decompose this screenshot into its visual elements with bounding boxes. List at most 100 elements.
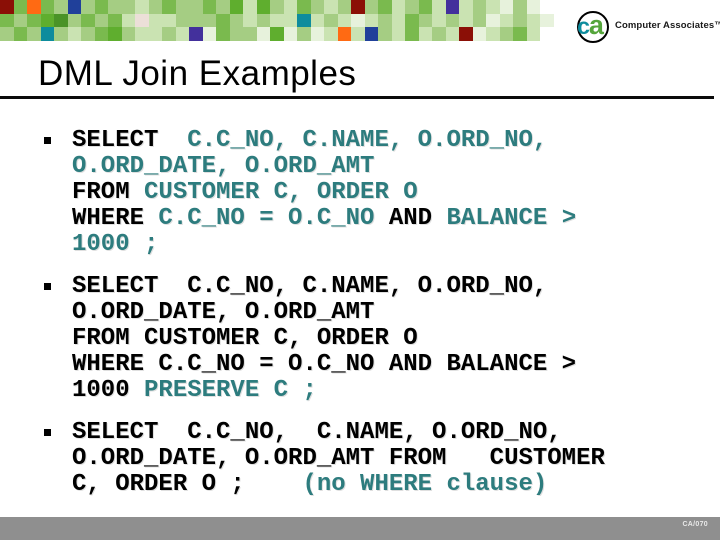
code-segment: O.ORD_DATE, O.ORD_AMT: [72, 299, 375, 326]
mosaic-cell: [67, 13, 81, 27]
mosaic-cell: [175, 13, 189, 27]
mosaic-cell: [0, 0, 14, 14]
mosaic-cell: [0, 27, 14, 41]
mosaic-cell: [526, 0, 540, 14]
bullet-item: SELECT C.C_NO, C.NAME, O.ORD_NO,O.ORD_DA…: [0, 274, 720, 404]
mosaic-cell: [324, 27, 338, 41]
mosaic-cell: [243, 27, 257, 41]
code-segment: 1000: [72, 377, 145, 404]
mosaic-cell: [229, 0, 243, 14]
code-segment: O.ORD_DATE, O.ORD_AMT: [72, 153, 375, 180]
mosaic-cell: [418, 27, 432, 41]
mosaic-cell: [486, 27, 500, 41]
page-title: DML Join Examples: [38, 54, 357, 93]
code-segment: SELECT: [72, 127, 159, 154]
mosaic-cell: [202, 27, 216, 41]
mosaic-cell: [189, 27, 203, 41]
mosaic-cell: [418, 13, 432, 27]
mosaic-cell: [297, 13, 311, 27]
code-line: O.ORD_DATE, O.ORD_AMT FROM CUSTOMER: [72, 446, 720, 472]
mosaic-cell: [94, 27, 108, 41]
mosaic-cell: [418, 0, 432, 14]
ca-logo-letter-a: a: [588, 9, 604, 40]
mosaic-row: [0, 27, 554, 41]
mosaic-cell: [351, 0, 365, 14]
code-segment: FROM: [72, 179, 130, 206]
mosaic-cell: [297, 27, 311, 41]
code-segment: WHERE C.C_NO = O.C_NO AND BALANCE >: [72, 351, 577, 378]
mosaic-cell: [472, 0, 486, 14]
mosaic-cell: [135, 0, 149, 14]
mosaic-cell: [472, 27, 486, 41]
mosaic-cell: [459, 27, 473, 41]
mosaic-cell: [121, 13, 135, 27]
code-line: SELECT C.C_NO, C.NAME, O.ORD_NO,: [72, 274, 720, 300]
code-segment: C.C_NO, C.NAME, O.ORD_NO,: [158, 127, 548, 154]
title-underline: [0, 96, 714, 99]
mosaic-cell: [162, 0, 176, 14]
mosaic-cell: [202, 0, 216, 14]
mosaic-cell: [310, 13, 324, 27]
footer-bar: CA/070: [0, 517, 720, 540]
mosaic-cell: [162, 27, 176, 41]
code-segment: O.ORD_DATE, O.ORD_AMT FROM CUSTOMER: [72, 445, 605, 472]
code-segment: (no WHERE clause): [302, 471, 548, 498]
top-mosaic-decoration: [0, 0, 554, 41]
mosaic-cell: [27, 27, 41, 41]
mosaic-cell: [391, 27, 405, 41]
mosaic-cell: [499, 0, 513, 14]
code-line: WHERE C.C_NO = O.C_NO AND BALANCE >: [72, 352, 720, 378]
ca-logo-letter-c: c: [577, 12, 590, 39]
mosaic-cell: [40, 27, 54, 41]
mosaic-cell: [445, 27, 459, 41]
mosaic-cell: [216, 0, 230, 14]
mosaic-cell: [486, 0, 500, 14]
mosaic-cell: [337, 27, 351, 41]
mosaic-cell: [148, 0, 162, 14]
mosaic-cell: [121, 0, 135, 14]
mosaic-cell: [364, 27, 378, 41]
mosaic-cell: [189, 0, 203, 14]
bullet-marker-icon: [44, 283, 51, 290]
mosaic-cell: [256, 13, 270, 27]
mosaic-row: [0, 13, 554, 27]
code-segment: FROM CUSTOMER C, ORDER O: [72, 325, 418, 352]
mosaic-cell: [162, 13, 176, 27]
mosaic-cell: [148, 27, 162, 41]
bullet-marker-icon: [44, 137, 51, 144]
code-segment: PRESERVE C ;: [144, 377, 317, 404]
mosaic-cell: [229, 13, 243, 27]
mosaic-cell: [54, 0, 68, 14]
mosaic-cell: [445, 13, 459, 27]
mosaic-cell: [364, 0, 378, 14]
code-line: C, ORDER O ; (no WHERE clause): [72, 472, 720, 498]
code-line: SELECT C.C_NO, C.NAME, O.ORD_NO,: [72, 420, 720, 446]
code-line: O.ORD_DATE, O.ORD_AMT: [72, 300, 720, 326]
mosaic-cell: [499, 13, 513, 27]
mosaic-cell: [432, 13, 446, 27]
mosaic-cell: [108, 0, 122, 14]
mosaic-cell: [324, 0, 338, 14]
mosaic-cell: [108, 13, 122, 27]
code-segment: 1000 ;: [72, 231, 159, 258]
mosaic-cell: [310, 0, 324, 14]
mosaic-cell: [283, 27, 297, 41]
mosaic-cell: [67, 0, 81, 14]
footer-code: CA/070: [682, 521, 708, 528]
code-segment: C.C_NO = O.C_NO: [144, 205, 389, 232]
code-line: 1000 ;: [72, 232, 720, 258]
mosaic-cell: [472, 13, 486, 27]
mosaic-cell: [135, 27, 149, 41]
code-line: FROM CUSTOMER C, ORDER O: [72, 326, 720, 352]
code-segment: CUSTOMER C, ORDER O: [129, 179, 418, 206]
mosaic-cell: [108, 27, 122, 41]
mosaic-cell: [148, 13, 162, 27]
mosaic-cell: [297, 0, 311, 14]
mosaic-cell: [216, 27, 230, 41]
mosaic-cell: [405, 0, 419, 14]
mosaic-cell: [175, 0, 189, 14]
mosaic-cell: [526, 27, 540, 41]
mosaic-cell: [81, 27, 95, 41]
code-line: 1000 PRESERVE C ;: [72, 378, 720, 404]
